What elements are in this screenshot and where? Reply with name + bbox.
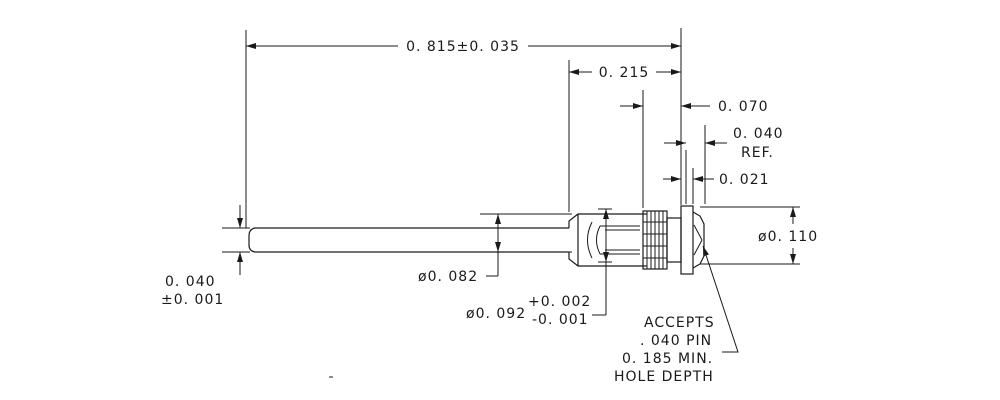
dim-tip: 0. 040 ±0. 001 xyxy=(161,205,243,308)
body-diameter-label: ø0. 092 xyxy=(466,306,526,322)
overall-length-label: 0. 815±0. 035 xyxy=(406,39,520,55)
dim-body-diameter: ø0. 092 +0. 002 -0. 001 xyxy=(466,209,609,328)
flange xyxy=(680,205,694,275)
body-tol-minus-label: -0. 001 xyxy=(532,312,589,328)
flange-thickness-label: 0. 021 xyxy=(719,172,770,188)
note-line-4: HOLE DEPTH xyxy=(614,369,714,385)
body-tol-plus-label: +0. 002 xyxy=(528,294,591,310)
extension-lines xyxy=(222,28,800,265)
pin-part xyxy=(248,205,705,275)
socket-body xyxy=(568,213,647,267)
flange-diameter-label: ø0. 110 xyxy=(758,229,818,245)
tip-tolerance-label: ±0. 001 xyxy=(161,292,224,308)
socket-length-label: 0. 215 xyxy=(599,65,650,81)
dim-flange-diameter: ø0. 110 xyxy=(758,207,818,264)
pin-diameter-label: ø0. 082 xyxy=(418,269,478,285)
pin-shaft xyxy=(248,227,569,253)
dim-pin-diameter: ø0. 082 xyxy=(418,214,501,285)
note-line-2: . 040 PIN xyxy=(640,333,712,349)
note-line-3: 0. 185 MIN. xyxy=(622,351,713,367)
dim-overall-length: 0. 815±0. 035 xyxy=(246,39,681,55)
socket-hole xyxy=(587,221,640,259)
flange-offset-label: 0. 070 xyxy=(718,99,769,115)
ref-value-label: 0. 040 xyxy=(733,126,784,142)
dim-socket-length: 0. 215 xyxy=(569,65,681,81)
dim-ref: 0. 040 REF. xyxy=(664,126,784,161)
dim-flange-thickness: 0. 021 xyxy=(663,168,770,204)
accepts-note: ACCEPTS . 040 PIN 0. 185 MIN. HOLE DEPTH xyxy=(614,245,739,385)
dim-flange-offset: 0. 070 xyxy=(620,99,769,115)
ref-suffix-label: REF. xyxy=(741,145,774,161)
tip-width-label: 0. 040 xyxy=(165,274,216,290)
note-line-1: ACCEPTS xyxy=(644,315,715,331)
